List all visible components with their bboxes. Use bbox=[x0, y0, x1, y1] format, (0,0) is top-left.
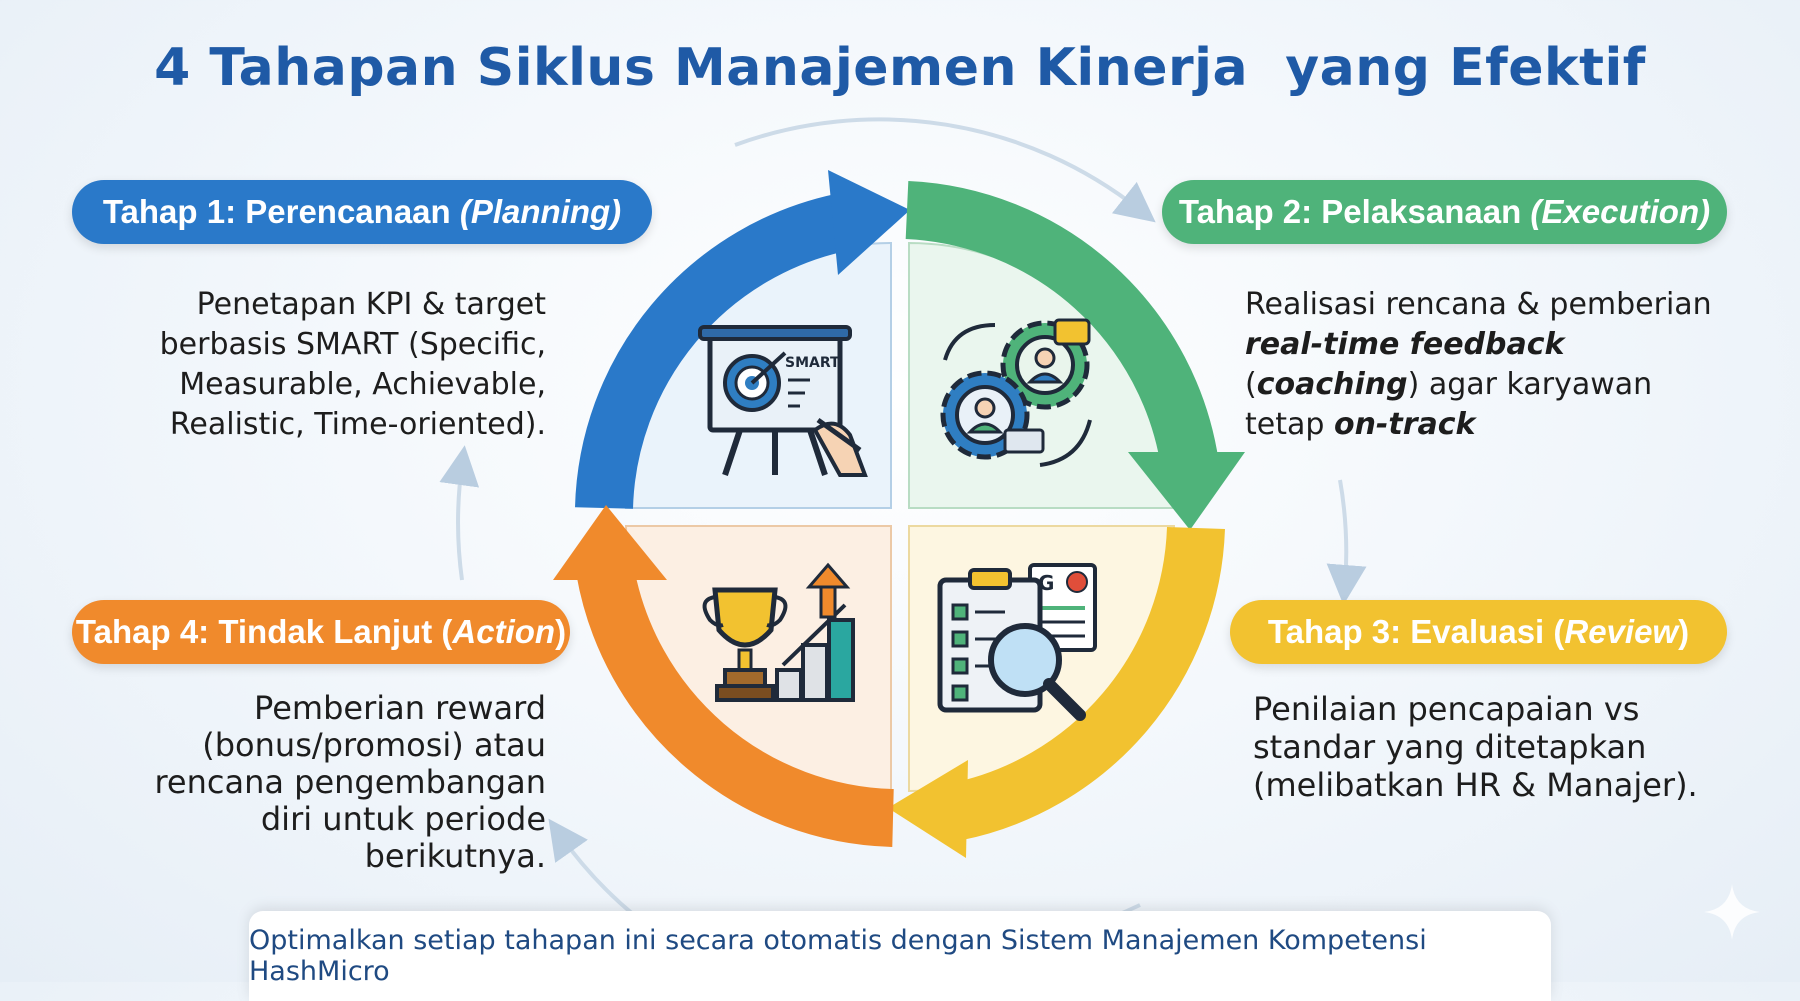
arrow-action bbox=[553, 505, 895, 847]
stage-3-label: Tahap 3: Evaluasi (Review) bbox=[1230, 600, 1727, 664]
stage-4-label: Tahap 4: Tindak Lanjut (Action) bbox=[72, 600, 570, 664]
stage-4-label-prefix: Tahap 4: Tindak Lanjut ( bbox=[75, 613, 453, 650]
gears-people-feedback-icon bbox=[940, 318, 1092, 467]
stage-3-label-suffix: ) bbox=[1678, 613, 1690, 650]
stage-2-desc-emphasis: coaching bbox=[1256, 367, 1408, 402]
presentation-board-target-icon: SMART bbox=[698, 325, 868, 477]
stage-2-desc-text: ) agar karyawan tetap bbox=[1245, 367, 1653, 442]
stage-3-description: Penilaian pencapaian vs standar yang dit… bbox=[1253, 690, 1698, 804]
stage-2-label-italic: (Execution) bbox=[1530, 193, 1711, 230]
stage-1-description: Penetapan KPI & target berbasis SMART (S… bbox=[159, 287, 546, 442]
stage-2-desc-text: Realisasi rencana & pemberian bbox=[1245, 287, 1712, 322]
arrow-review bbox=[888, 526, 1225, 858]
stage-4-label-italic: Action bbox=[452, 613, 556, 650]
stage-1-label-italic: (Planning) bbox=[459, 193, 622, 230]
arrow-planning bbox=[575, 170, 910, 510]
arrow-execution bbox=[905, 181, 1245, 530]
footer-text: Optimalkan setiap tahapan ini secara oto… bbox=[249, 925, 1427, 987]
stage-2-desc-emphasis: on-track bbox=[1333, 407, 1476, 442]
smart-label: SMART bbox=[785, 355, 840, 371]
stage-4-description: Pemberian reward (bonus/promosi) atau re… bbox=[154, 689, 546, 875]
stage-4-label-suffix: ) bbox=[555, 613, 567, 650]
clipboard-magnifier-icon: G bbox=[937, 563, 1097, 721]
stage-3-label-prefix: Tahap 3: Evaluasi ( bbox=[1267, 613, 1565, 650]
stage-1-label: Tahap 1: Perencanaan (Planning) bbox=[72, 180, 652, 244]
stage-2-label: Tahap 2: Pelaksanaan (Execution) bbox=[1162, 180, 1727, 244]
stage-3-label-italic: Review bbox=[1564, 613, 1679, 650]
page-title: 4 Tahapan Siklus Manajemen Kinerja yang … bbox=[154, 38, 1646, 98]
stage-2-label-prefix: Tahap 2: Pelaksanaan bbox=[1178, 193, 1531, 230]
footer-banner: Optimalkan setiap tahapan ini secara oto… bbox=[249, 911, 1551, 1001]
trophy-growth-chart-icon bbox=[702, 562, 855, 702]
stage-2-desc-text: ( bbox=[1245, 367, 1257, 402]
sparkle-icon bbox=[1704, 884, 1760, 940]
stage-1-label-prefix: Tahap 1: Perencanaan bbox=[102, 193, 460, 230]
stage-2-description: Realisasi rencana & pemberian real-time … bbox=[1245, 285, 1735, 445]
stage-2-desc-emphasis: real-time feedback bbox=[1245, 327, 1565, 362]
